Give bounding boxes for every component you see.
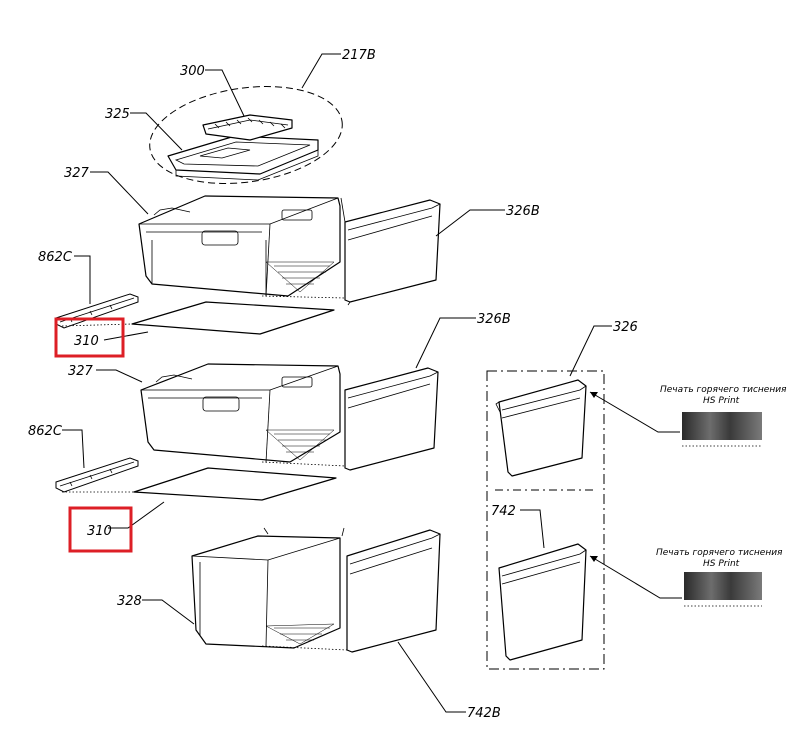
hs-print-note-bot-line1: Печать горячего тиснения — [656, 548, 783, 558]
callout-310-mid: 310 — [87, 524, 112, 539]
callout-300: 300 — [180, 64, 205, 79]
highlight-310-top — [54, 317, 125, 358]
drawer-front-326b-top — [340, 197, 441, 306]
callout-742: 742 — [491, 504, 516, 519]
hs-print-swatch-bot — [684, 572, 762, 607]
front-326 — [495, 379, 587, 477]
drawer-328 — [191, 527, 345, 649]
hs-print-swatch-top — [682, 412, 762, 447]
highlight-310-mid — [68, 506, 133, 553]
tray-group-217b — [149, 86, 343, 184]
hs-print-note-top-line2: HS Print — [703, 396, 740, 406]
callout-326: 326 — [613, 320, 638, 335]
glass-shelf-310-top — [61, 301, 335, 335]
assembly-line-top — [261, 295, 346, 299]
assembly-line-bot — [261, 645, 348, 651]
hs-print-note-bot-line2: HS Print — [703, 559, 740, 569]
leader-lines — [62, 53, 682, 713]
callout-862c-mid: 862C — [28, 424, 63, 439]
callout-326b-top: 326B — [506, 204, 540, 219]
tray-325 — [167, 135, 319, 181]
drawer-327-mid — [140, 363, 341, 463]
drawer-front-326b-mid — [344, 367, 439, 471]
callout-326b-mid: 326B — [477, 312, 511, 327]
callout-327-mid: 327 — [68, 364, 94, 379]
hs-print-note-top-line1: Печать горячего тиснения — [660, 385, 787, 395]
glass-shelf-310-mid — [62, 467, 337, 501]
callout-217b: 217B — [342, 48, 376, 63]
callout-310-top: 310 — [74, 334, 99, 349]
callout-862c-top: 862C — [38, 250, 73, 265]
variants-box — [486, 370, 605, 670]
callout-328: 328 — [117, 594, 142, 609]
group-outline-217b — [149, 86, 343, 184]
egg-tray-300 — [202, 114, 293, 141]
callout-742b: 742B — [467, 706, 501, 721]
rail-862c-top — [55, 293, 139, 329]
assembly-line-mid — [261, 461, 346, 467]
callout-325: 325 — [105, 107, 130, 122]
callout-327-top: 327 — [64, 166, 90, 181]
rail-862c-mid — [55, 457, 139, 493]
front-742 — [498, 543, 587, 661]
drawer-front-742b — [346, 529, 441, 653]
drawer-327-top — [138, 195, 341, 297]
